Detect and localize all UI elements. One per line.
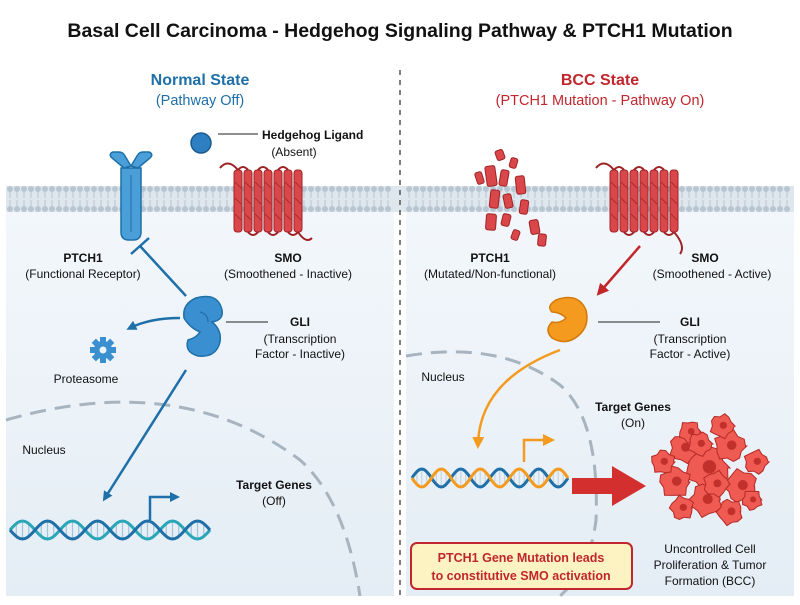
right-ptch1-label: PTCH1	[470, 251, 510, 265]
ligand-label: Hedgehog Ligand	[262, 128, 363, 142]
right-dna-helix-icon	[410, 467, 570, 489]
ptch1-receptor-icon	[109, 151, 153, 241]
diagram-title: Basal Cell Carcinoma - Hedgehog Signalin…	[67, 20, 732, 42]
gli-to-dna-arrow	[102, 369, 188, 502]
right-genes-sub: (On)	[621, 416, 645, 430]
left-subheading: (Pathway Off)	[156, 93, 244, 109]
right-transcription-arrow	[522, 434, 555, 462]
right-nucleus-envelope	[405, 350, 598, 598]
left-cytoplasm	[6, 212, 394, 596]
left-transcription-arrow	[148, 492, 180, 520]
right-ptch1-sub: (Mutated/Non-functional)	[424, 267, 556, 281]
smo-inactive-icon	[219, 162, 313, 241]
mutation-line1: PTCH1 Gene Mutation leads	[438, 551, 605, 565]
right-nucleus-label: Nucleus	[421, 370, 464, 384]
left-ptch1-label: PTCH1	[63, 251, 103, 265]
left-dna-helix-icon	[8, 519, 212, 541]
proteasome-label: Proteasome	[54, 372, 119, 386]
left-nucleus-label: Nucleus	[22, 443, 65, 457]
mutation-line2: to constitutive SMO activation	[431, 569, 610, 583]
right-smo-sub: (Smoothened - Active)	[653, 267, 772, 281]
right-smo-label: SMO	[691, 251, 718, 265]
left-smo-label: SMO	[274, 251, 301, 265]
left-smo-sub: (Smoothened - Inactive)	[224, 267, 352, 281]
ptch1-mutated-icon	[474, 148, 547, 247]
ligand-sub: (Absent)	[271, 145, 316, 159]
left-gli-label: GLI	[290, 315, 310, 329]
smo-activation-arrow	[596, 245, 641, 296]
left-heading: Normal State	[151, 72, 250, 89]
proliferation-arrow	[572, 466, 646, 506]
right-subheading: (PTCH1 Mutation - Pathway On)	[496, 93, 705, 109]
right-gli-sub2: Factor - Active)	[650, 347, 731, 361]
inhibition-bar	[130, 237, 150, 255]
tumor-line3: Formation (BCC)	[665, 574, 756, 588]
left-nucleus-envelope	[5, 400, 362, 597]
left-gli-sub1: (Transcription	[264, 332, 337, 346]
right-heading: BCC State	[561, 72, 639, 89]
right-genes-label: Target Genes	[595, 400, 671, 414]
tumor-cell-cluster-icon	[651, 413, 771, 527]
tumor-line2: Proliferation & Tumor	[654, 558, 767, 572]
degradation-arrow	[126, 316, 181, 330]
right-gli-sub1: (Transcription	[654, 332, 727, 346]
right-gli-label: GLI	[680, 315, 700, 329]
smo-active-icon	[595, 162, 683, 255]
right-cytoplasm	[406, 212, 794, 596]
gli-inactive-icon	[183, 295, 224, 357]
left-genes-label: Target Genes	[236, 478, 312, 492]
mutation-callout-box	[410, 542, 633, 590]
left-gli-sub2: Factor - Inactive)	[255, 347, 345, 361]
left-genes-sub: (Off)	[262, 494, 286, 508]
gli-active-icon	[547, 296, 588, 343]
tumor-line1: Uncontrolled Cell	[664, 542, 755, 556]
gli-nuclear-arrow	[472, 348, 561, 449]
inhibition-line	[139, 245, 187, 297]
proteasome-gear-icon	[90, 337, 116, 363]
hedgehog-ligand-icon	[190, 132, 212, 154]
left-ptch1-sub: (Functional Receptor)	[25, 267, 140, 281]
